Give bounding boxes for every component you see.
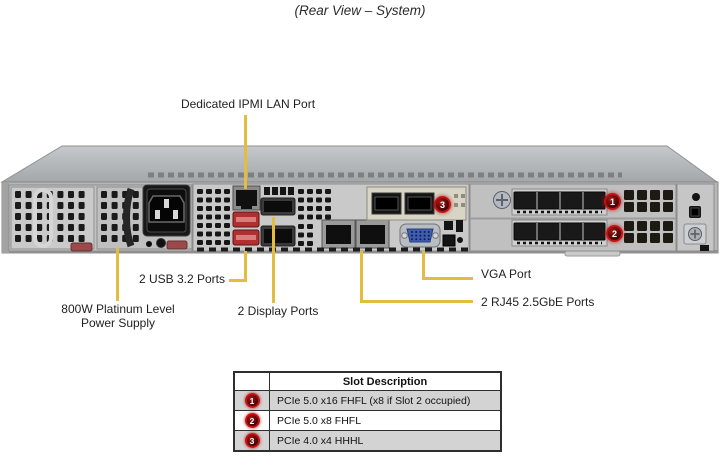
- table-header-row: Slot Description: [233, 371, 502, 391]
- vga-port: [399, 223, 441, 248]
- chassis-right-ear: [676, 183, 715, 252]
- table-header-slot-cell: [233, 371, 270, 391]
- rj45-label: 2 RJ45 2.5GbE Ports: [481, 295, 595, 309]
- psu-label-line1: 800W Platinum Level: [61, 302, 175, 316]
- usb-label: 2 USB 3.2 Ports: [138, 272, 225, 286]
- slot-2-description: PCIe 5.0 x8 FHFL: [269, 410, 502, 431]
- slot-description-table: Slot Description 1 PCIe 5.0 x16 FHFL (x8…: [233, 371, 502, 452]
- callout-line-usb-horizontal: [229, 279, 247, 282]
- callout-line-display: [272, 217, 275, 303]
- callout-line-vga-horizontal: [422, 277, 473, 280]
- callout-line-rj45-vertical: [360, 251, 363, 303]
- io-misc-connectors: [442, 220, 463, 247]
- chassis-lid: [0, 145, 719, 183]
- slot-3-description: PCIe 4.0 x4 HHHL: [269, 430, 502, 452]
- callout-line-ipmi: [244, 115, 247, 189]
- slot-1-description: PCIe 5.0 x16 FHFL (x8 if Slot 2 occupied…: [269, 390, 502, 411]
- psu-label-line2: Power Supply: [80, 316, 156, 331]
- power-bays: [8, 184, 193, 252]
- table-slot-marker-2: 2: [244, 413, 260, 428]
- pcie-slot-1: [511, 188, 608, 216]
- display-ports: [260, 197, 296, 247]
- table-header-description: Slot Description: [269, 371, 502, 391]
- table-row: 3 PCIe 4.0 x4 HHHL: [233, 430, 502, 452]
- slot-marker-3: 3: [434, 196, 451, 213]
- table-slot-marker-1: 1: [244, 393, 260, 408]
- aiom-card: [366, 186, 467, 221]
- thumbscrew: [493, 191, 511, 209]
- expansion-slot-area: [469, 183, 677, 252]
- blank-bay-handle: [33, 188, 53, 248]
- callout-line-psu: [116, 248, 119, 301]
- table-row: 2 PCIe 5.0 x8 FHFL: [233, 410, 502, 431]
- psu-handle: [123, 187, 135, 248]
- ipmi-lan-port: [232, 185, 261, 211]
- ac-inlet: [142, 184, 191, 237]
- psu-label: 800W Platinum Level Power Supply: [28, 302, 208, 330]
- slot-marker-2: 2: [606, 225, 623, 242]
- io-panel: [192, 183, 470, 252]
- ipmi-label: Dedicated IPMI LAN Port: [180, 97, 316, 111]
- callout-line-vga-vertical: [422, 251, 425, 280]
- pcie-slot-2: [511, 219, 608, 247]
- vga-label: VGA Port: [481, 267, 532, 281]
- table-slot-marker-3: 3: [244, 433, 260, 448]
- callout-line-rj45-horizontal: [360, 300, 473, 303]
- table-row: 1 PCIe 5.0 x16 FHFL (x8 if Slot 2 occupi…: [233, 390, 502, 411]
- callout-line-usb-vertical: [244, 251, 247, 282]
- psu-latch: [166, 240, 188, 250]
- usb-ports: [232, 211, 260, 246]
- power-supply-bay: [96, 184, 193, 250]
- display-label: 2 Display Ports: [237, 304, 319, 318]
- io-small-squares: [264, 187, 294, 195]
- lan-ports: [321, 219, 390, 249]
- page-title: (Rear View – System): [294, 3, 426, 18]
- psu-blank-bay: [10, 186, 95, 252]
- bay-latch: [70, 242, 93, 252]
- slot-marker-1: 1: [604, 193, 621, 210]
